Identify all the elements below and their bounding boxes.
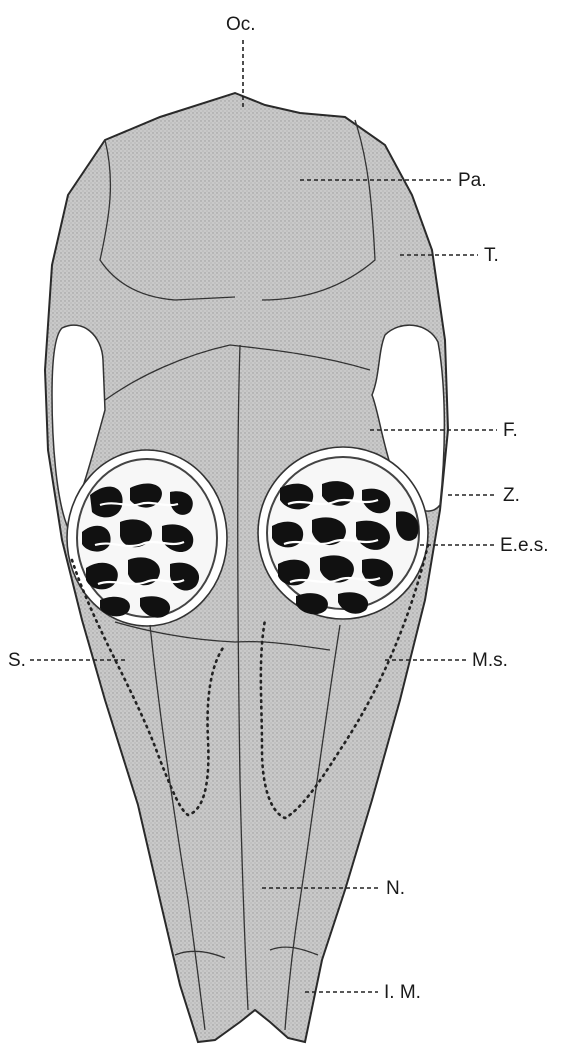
label-z: Z. bbox=[503, 485, 520, 506]
label-f: F. bbox=[503, 420, 518, 441]
label-n: N. bbox=[386, 878, 405, 899]
label-ees: E.e.s. bbox=[500, 535, 549, 556]
label-oc: Oc. bbox=[226, 14, 256, 35]
label-t: T. bbox=[484, 245, 499, 266]
label-pa: Pa. bbox=[458, 170, 487, 191]
label-s: S. bbox=[8, 650, 26, 671]
label-im: I. M. bbox=[384, 982, 421, 1003]
label-ms: M.s. bbox=[472, 650, 508, 671]
